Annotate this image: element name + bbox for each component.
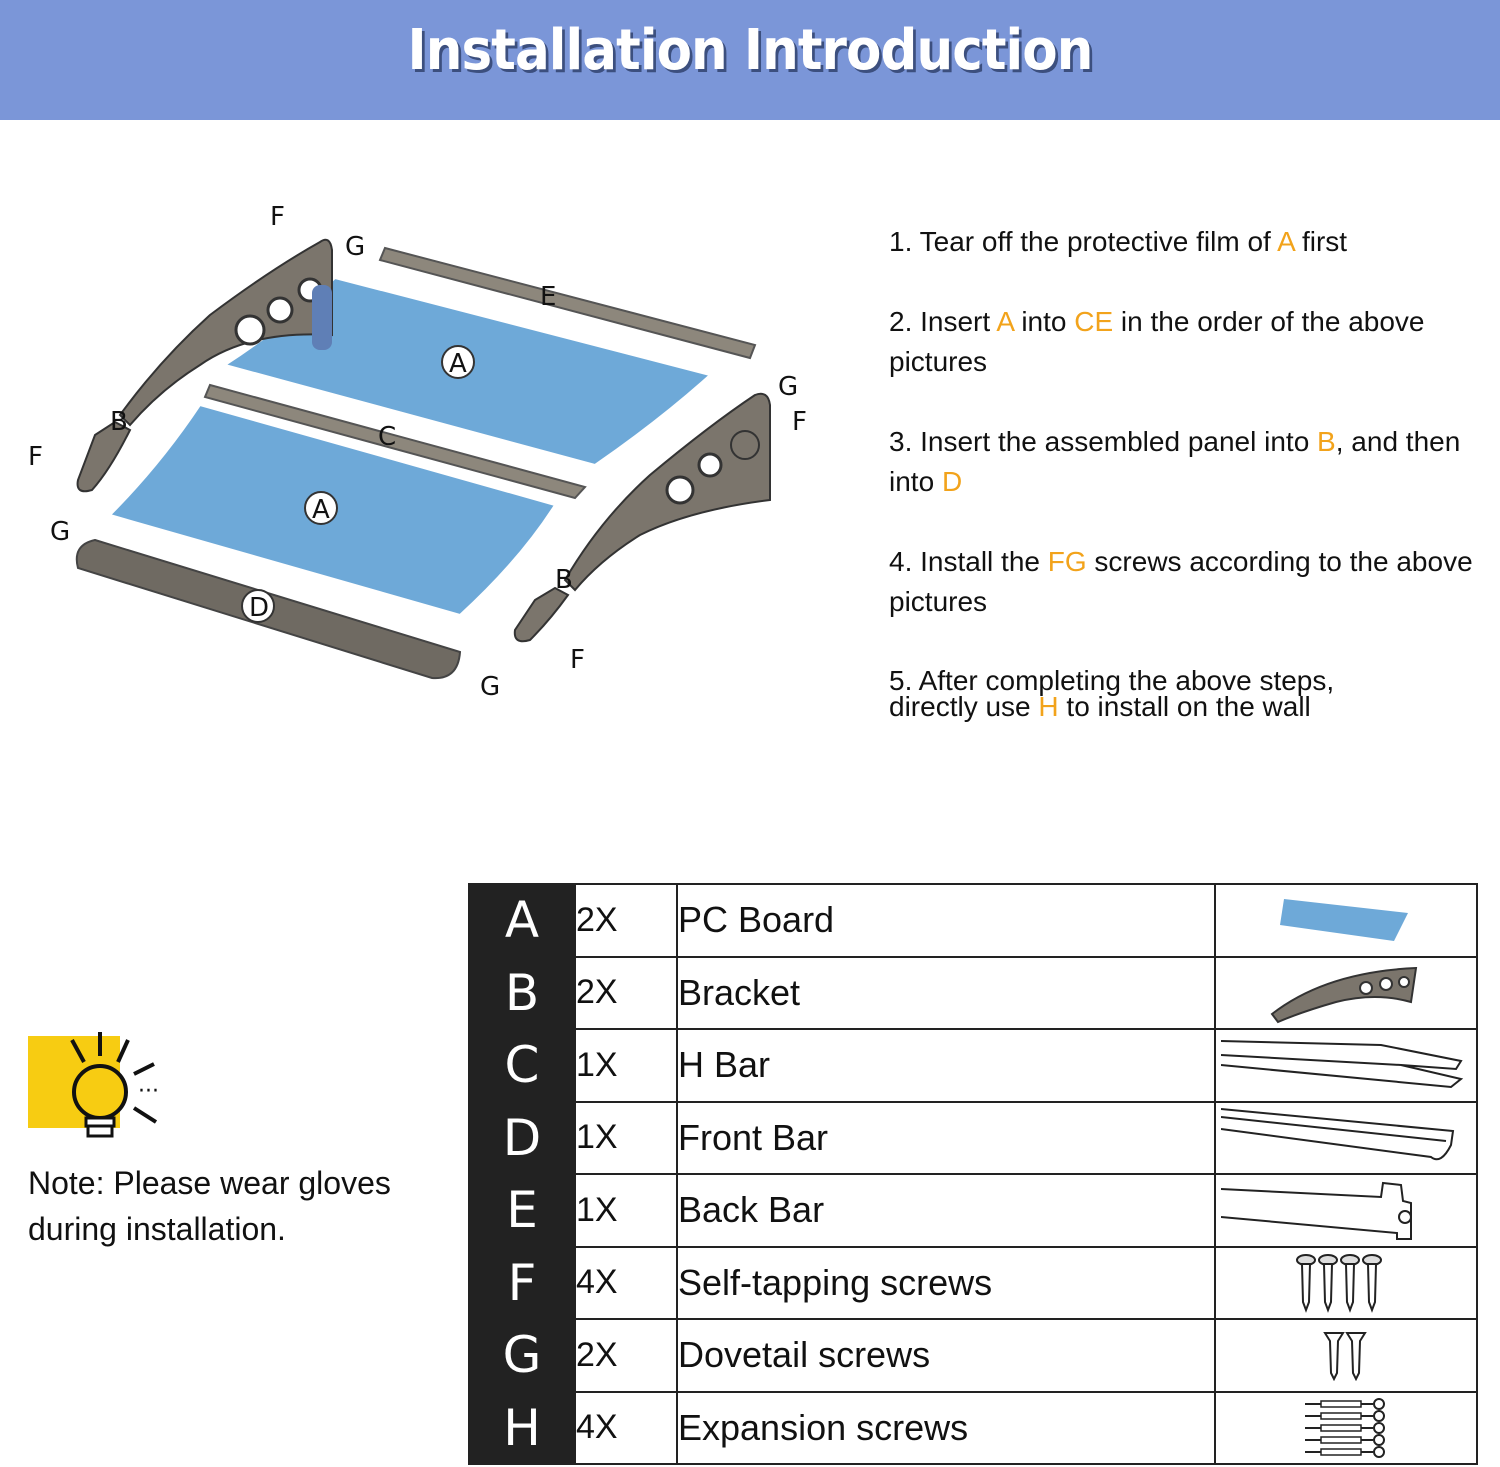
- part-letter: G: [468, 1318, 576, 1393]
- header-banner: Installation Introduction: [0, 0, 1500, 120]
- step-text: in the order of the above pictures: [889, 306, 1425, 377]
- step-text: into: [1013, 306, 1075, 337]
- part-letter-highlight: A: [996, 306, 1014, 337]
- label-e: E: [540, 282, 556, 312]
- gloves-note: Note: Please wear gloves during installa…: [28, 1165, 391, 1247]
- h-bar-c: [203, 383, 587, 500]
- page-title: Installation Introduction: [407, 18, 1093, 83]
- back-bar-e: [378, 246, 757, 360]
- part-letter: A: [468, 883, 576, 958]
- step-4: 4. Install the FG screws according to th…: [889, 542, 1479, 622]
- label-g-right: G: [778, 372, 798, 402]
- bracket-icon: [1214, 955, 1478, 1030]
- part-letter: H: [468, 1390, 576, 1465]
- part-letter-highlight: CE: [1074, 306, 1114, 337]
- step-text: 4. Install the: [889, 546, 1048, 577]
- part-letter: F: [468, 1245, 576, 1320]
- h-bar-icon: [1214, 1028, 1478, 1103]
- part-letter-highlight: H: [1038, 691, 1059, 722]
- part-name: Back Bar: [676, 1173, 1216, 1248]
- step-2: 2. Insert A into CE in the order of the …: [889, 302, 1479, 382]
- label-b-right: B: [555, 565, 573, 595]
- label-a-upper: A: [449, 349, 467, 379]
- assembly-diagram: A A D E C B B F G G F F G F G: [28, 202, 807, 702]
- part-name: Expansion screws: [676, 1390, 1216, 1465]
- part-letter-highlight: D: [941, 466, 963, 497]
- part-quantity: 1X: [574, 1100, 678, 1175]
- step-text: 2. Insert: [889, 306, 997, 337]
- part-quantity: 4X: [574, 1245, 678, 1320]
- part-letter: B: [468, 955, 576, 1030]
- part-letter-highlight: B: [1317, 426, 1336, 457]
- part-quantity: 1X: [574, 1173, 678, 1248]
- back-bar-icon: [1214, 1173, 1478, 1248]
- label-g-top: G: [345, 232, 365, 262]
- label-c: C: [378, 422, 396, 452]
- label-f-left: F: [28, 442, 43, 472]
- part-quantity: 2X: [574, 955, 678, 1030]
- step-text: , and then into: [889, 426, 1461, 497]
- part-letter: C: [468, 1028, 576, 1103]
- part-name: PC Board: [676, 883, 1216, 958]
- part-name: Self-tapping screws: [676, 1245, 1216, 1320]
- part-name: Dovetail screws: [676, 1318, 1216, 1393]
- part-letter: D: [468, 1100, 576, 1175]
- front-bar-icon: [1214, 1100, 1478, 1175]
- step-text: screws according to the above pictures: [889, 546, 1473, 617]
- step-3: 3. Insert the assembled panel into B, an…: [889, 422, 1479, 502]
- step-text: 3. Insert the assembled panel into: [889, 426, 1318, 457]
- label-d: D: [249, 593, 269, 623]
- step-1: 1. Tear off the protective film of A fir…: [889, 222, 1479, 262]
- lightbulb-icon: ···: [28, 1032, 159, 1138]
- svg-text:···: ···: [138, 1079, 159, 1104]
- part-name: Front Bar: [676, 1100, 1216, 1175]
- label-a-lower: A: [312, 495, 330, 525]
- label-f-bottom: F: [570, 645, 585, 675]
- self-tapping-screws-icon: [1214, 1245, 1478, 1320]
- step-text: 5. After completing the above steps, dir…: [889, 665, 1335, 722]
- part-letter-highlight: FG: [1047, 546, 1087, 577]
- dovetail-screws-icon: [1214, 1318, 1478, 1393]
- label-g-bottom: G: [480, 672, 500, 702]
- pc-board-icon: [1214, 883, 1478, 958]
- part-quantity: 2X: [574, 1318, 678, 1393]
- part-quantity: 1X: [574, 1028, 678, 1103]
- part-quantity: 2X: [574, 883, 678, 958]
- part-quantity: 4X: [574, 1390, 678, 1465]
- part-name: Bracket: [676, 955, 1216, 1030]
- step-text: to install on the wall: [1058, 691, 1311, 722]
- label-f-top: F: [270, 202, 285, 232]
- step-text: 1. Tear off the protective film of: [889, 226, 1278, 257]
- part-letter-highlight: A: [1277, 226, 1295, 257]
- step-5: 5. After completing the above steps, dir…: [889, 665, 1409, 722]
- label-g-left: G: [50, 517, 70, 547]
- part-name: H Bar: [676, 1028, 1216, 1103]
- expansion-screws-icon: [1214, 1390, 1478, 1465]
- label-f-right: F: [792, 407, 807, 437]
- part-letter: E: [468, 1173, 576, 1248]
- label-b-left: B: [110, 407, 128, 437]
- step-text: first: [1294, 226, 1348, 257]
